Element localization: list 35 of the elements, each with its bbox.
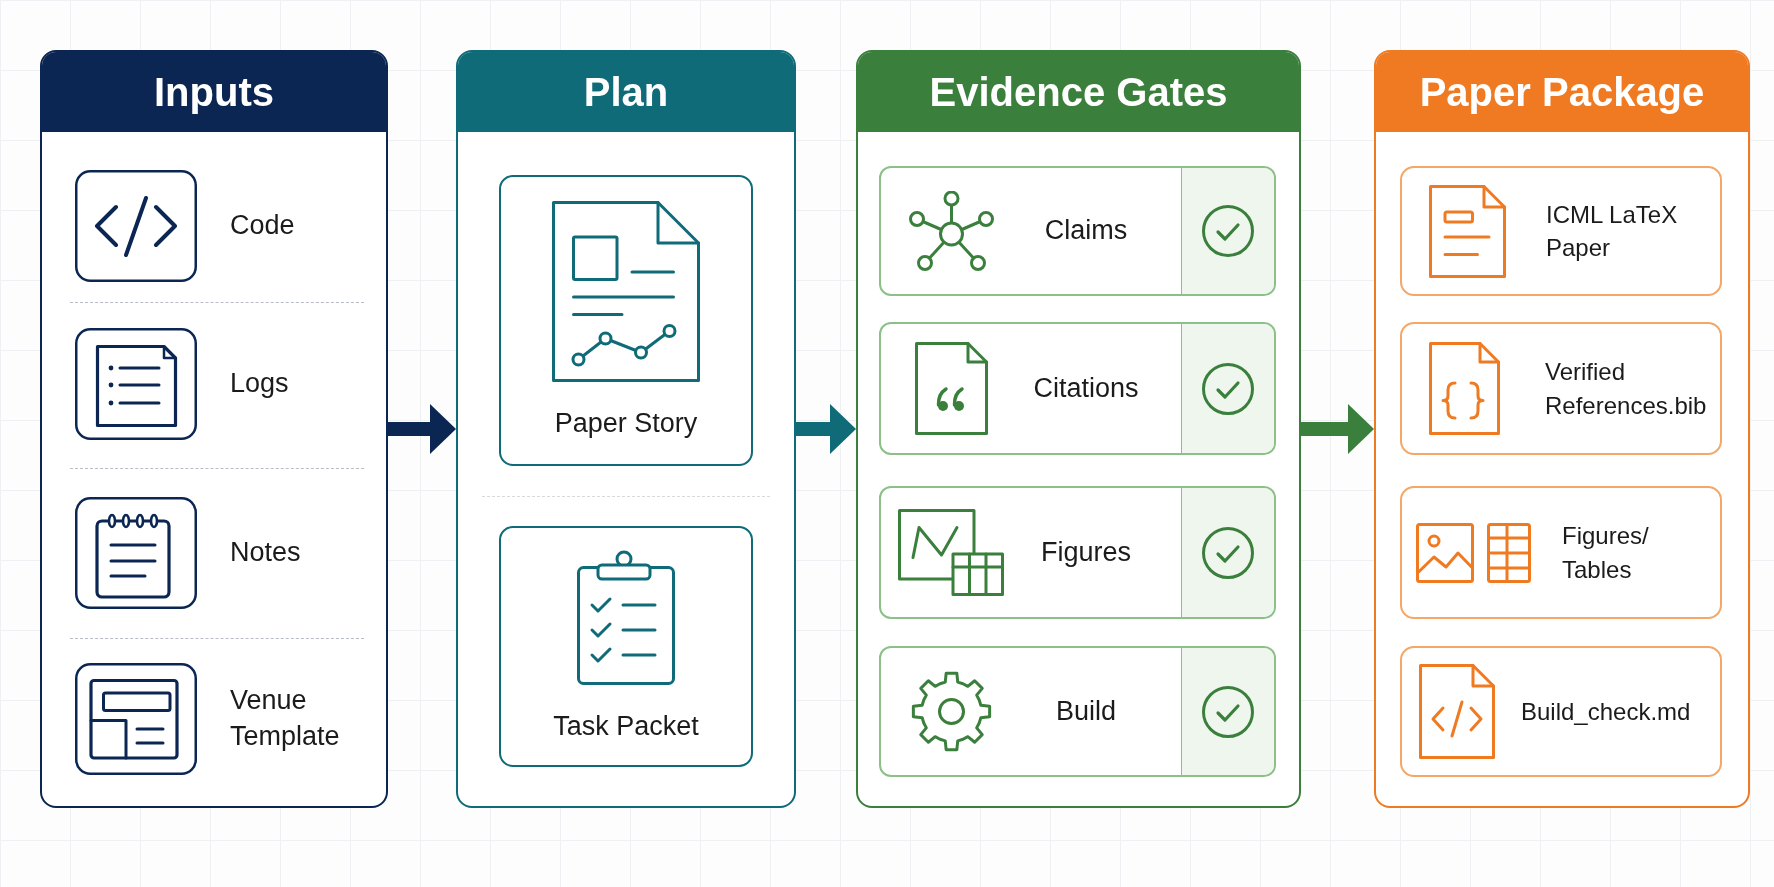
output-label: ICML LaTeX Paper (1546, 199, 1679, 263)
arrow (796, 404, 856, 454)
card-label: Paper Story (554, 408, 698, 440)
arrow (1301, 404, 1374, 454)
plan-card (499, 526, 753, 767)
gate-card (879, 322, 1276, 455)
item-label: Venue Template (230, 683, 341, 753)
stage-panel (856, 50, 1301, 808)
card-label: Task Packet (553, 711, 699, 743)
output-card (1400, 646, 1722, 777)
item-label: Code (230, 208, 295, 242)
item-label: Logs (230, 366, 289, 400)
gate-card (879, 486, 1276, 619)
stage-panel (1374, 50, 1750, 808)
gate-card (879, 646, 1276, 777)
stage-panel (40, 50, 388, 808)
gate-label: Figures (1041, 536, 1131, 568)
item-label: Notes (230, 535, 301, 569)
arrow (388, 404, 456, 454)
stage-panel (456, 50, 796, 808)
output-card (1400, 486, 1722, 619)
panel-title: Plan (583, 69, 669, 115)
output-label: Build_check.md (1521, 696, 1691, 727)
gate-card (879, 166, 1276, 296)
gate-label: Citations (1033, 372, 1139, 404)
panel-title: Paper Package (1419, 69, 1705, 115)
output-card (1400, 322, 1722, 455)
output-label: Figures/ Tables (1562, 521, 1650, 585)
panel-title: Evidence Gates (929, 69, 1228, 115)
plan-card (499, 175, 753, 466)
panel-title: Inputs (154, 69, 274, 115)
output-card (1400, 166, 1722, 296)
output-label: Verified References.bib (1545, 357, 1708, 421)
gate-label: Claims (1044, 215, 1128, 247)
gate-label: Build (1055, 695, 1116, 727)
